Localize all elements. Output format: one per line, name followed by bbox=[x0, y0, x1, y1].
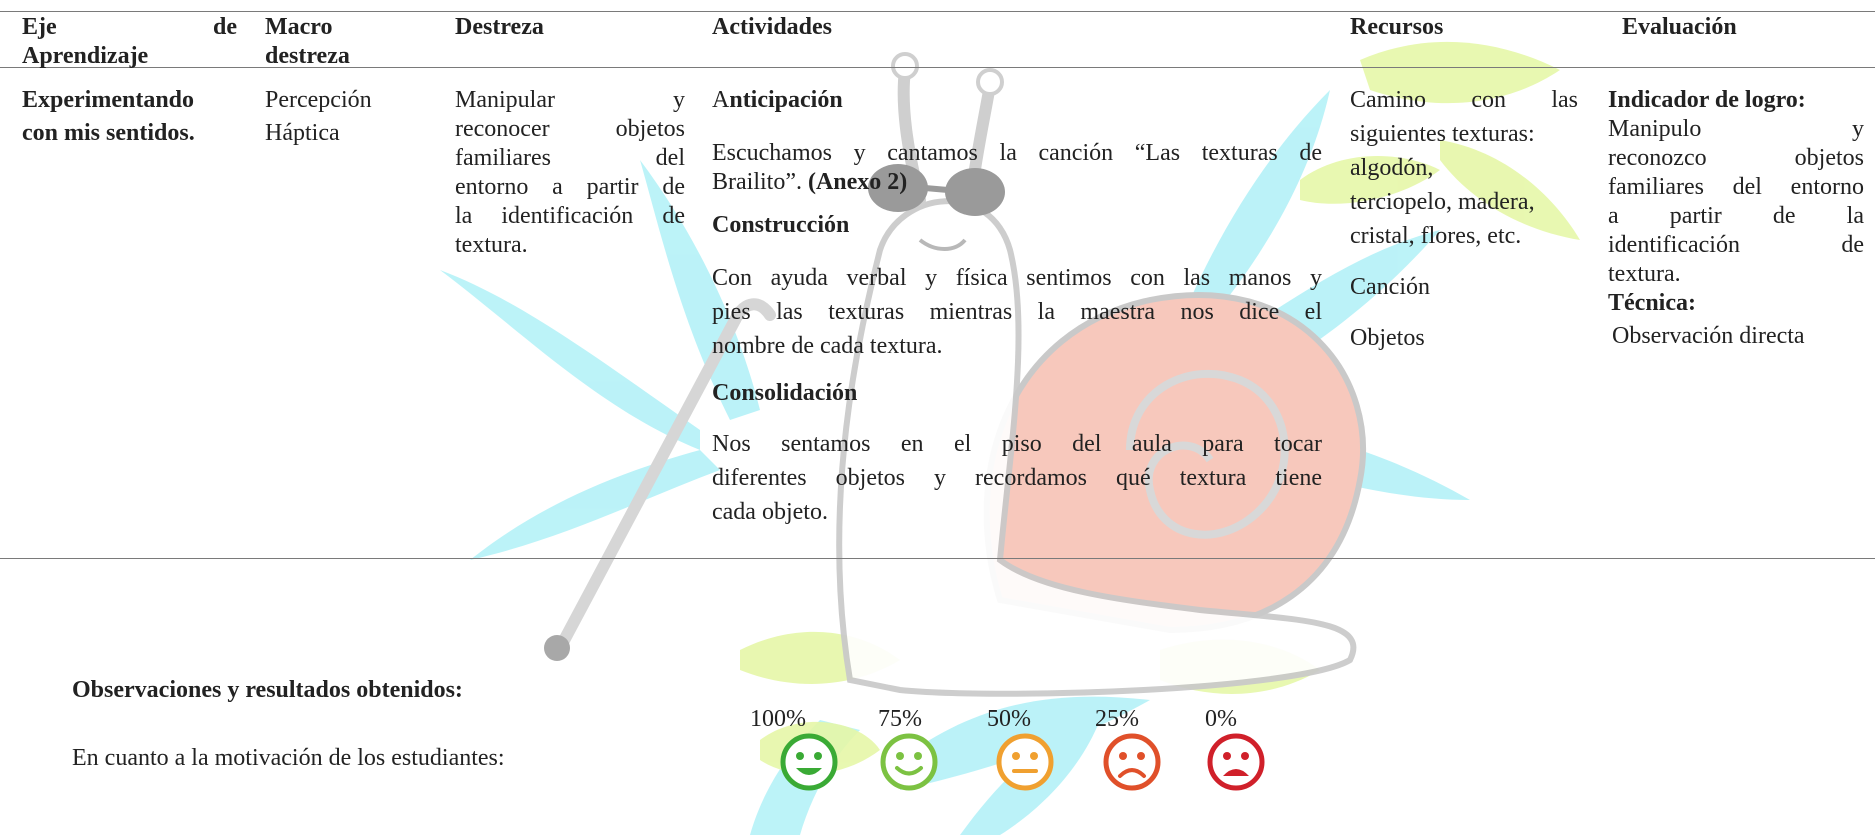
motivacion-label: En cuanto a la motivación de los estudia… bbox=[72, 745, 505, 771]
header-aprendizaje: Aprendizaje bbox=[22, 43, 149, 69]
header-destreza-sub: destreza bbox=[265, 43, 350, 69]
indicador-line: identificación de bbox=[1608, 232, 1864, 258]
scale-label-100: 100% bbox=[750, 706, 806, 732]
cell-macro-destreza: Percepción Háptica bbox=[265, 86, 372, 148]
recursos-cancion: Canción bbox=[1350, 274, 1430, 300]
eje-line-1: Experimentando bbox=[22, 87, 195, 113]
header-macro-destreza: Macro destreza bbox=[265, 13, 405, 71]
recursos-line: siguientes texturas: bbox=[1350, 121, 1535, 147]
indicador-line: textura. bbox=[1608, 261, 1681, 287]
header-actividades: Actividades bbox=[712, 14, 832, 40]
anticipacion-initial: A bbox=[712, 87, 730, 113]
header-bottom-border bbox=[0, 67, 1875, 68]
recursos-line: algodón, bbox=[1350, 155, 1434, 181]
construccion-line: nombre de cada textura. bbox=[712, 333, 943, 359]
indicador-line: reconozco objetos bbox=[1608, 145, 1864, 171]
construccion-line: Con ayuda verbal y física sentimos con l… bbox=[712, 265, 1322, 291]
table-top-border bbox=[0, 11, 1875, 12]
cell-recursos: Camino con las siguientes texturas: algo… bbox=[1350, 86, 1578, 353]
happy-face-icon bbox=[880, 733, 938, 791]
header-destreza: Destreza bbox=[455, 14, 544, 40]
scale-label-0: 0% bbox=[1205, 706, 1237, 732]
anexo-reference: (Anexo 2) bbox=[807, 169, 908, 195]
header-evaluacion: Evaluación bbox=[1622, 14, 1737, 40]
anticipacion-title: Anticipación bbox=[712, 86, 1322, 115]
recursos-line: cristal, flores, etc. bbox=[1350, 223, 1522, 249]
header-recursos: Recursos bbox=[1350, 14, 1444, 40]
scale-label-75: 75% bbox=[878, 706, 922, 732]
anticipacion-text-line: Escuchamos y cantamos la canción “Las te… bbox=[712, 140, 1322, 166]
very-sad-face-icon bbox=[1207, 733, 1265, 791]
destreza-line: reconocer objetos bbox=[455, 116, 685, 142]
destreza-line: Manipular y bbox=[455, 87, 685, 113]
construccion-line: pies las texturas mientras la maestra no… bbox=[712, 299, 1322, 325]
scale-label-25: 25% bbox=[1095, 706, 1139, 732]
consolidacion-line: Nos sentamos en el piso del aula para to… bbox=[712, 431, 1322, 457]
consolidacion-line: diferentes objetos y recordamos qué text… bbox=[712, 465, 1322, 491]
destreza-line: familiares del bbox=[455, 145, 685, 171]
tecnica-text: Observación directa bbox=[1612, 323, 1805, 349]
indicador-title: Indicador de logro: bbox=[1608, 87, 1806, 113]
header-eje: Eje de Aprendizaje bbox=[22, 13, 237, 71]
destreza-line: entorno a partir de bbox=[455, 174, 685, 200]
header-macro: Macro bbox=[265, 14, 333, 40]
construccion-title: Construcción bbox=[712, 212, 850, 238]
header-de-word: de bbox=[213, 14, 237, 40]
neutral-face-icon bbox=[996, 733, 1054, 791]
very-happy-face-icon bbox=[780, 733, 838, 791]
anticipacion-brailito: Brailito”. bbox=[712, 169, 802, 195]
sad-face-icon bbox=[1103, 733, 1161, 791]
header-eje-word: Eje bbox=[22, 14, 57, 40]
eje-line-2: con mis sentidos. bbox=[22, 120, 195, 146]
anticipacion-text-line-2: Brailito”. (Anexo 2) bbox=[712, 168, 1322, 197]
indicador-line: familiares del entorno bbox=[1608, 174, 1864, 200]
cell-eje: Experimentando con mis sentidos. bbox=[22, 86, 195, 148]
destreza-line: textura. bbox=[455, 232, 528, 258]
recursos-line: terciopelo, madera, bbox=[1350, 189, 1535, 215]
consolidacion-line: cada objeto. bbox=[712, 499, 828, 525]
anticipacion-rest: nticipación bbox=[729, 87, 843, 113]
destreza-line: la identificación de bbox=[455, 203, 685, 229]
indicador-line: Manipulo y bbox=[1608, 116, 1864, 142]
scale-label-50: 50% bbox=[987, 706, 1031, 732]
recursos-objetos: Objetos bbox=[1350, 325, 1425, 351]
observaciones-title: Observaciones y resultados obtenidos: bbox=[72, 677, 463, 703]
recursos-line: Camino con las bbox=[1350, 87, 1578, 113]
macro-line-2: Háptica bbox=[265, 120, 340, 146]
cell-destreza: Manipular y reconocer objetos familiares… bbox=[455, 86, 685, 260]
macro-line-1: Percepción bbox=[265, 87, 372, 113]
table-bottom-border bbox=[0, 558, 1875, 559]
cell-evaluacion: Indicador de logro: Manipulo y reconozco… bbox=[1608, 86, 1864, 351]
indicador-line: a partir de la bbox=[1608, 203, 1864, 229]
tecnica-title: Técnica: bbox=[1608, 290, 1696, 316]
cell-actividades: Anticipación Escuchamos y cantamos la ca… bbox=[712, 86, 1322, 527]
consolidacion-title: Consolidación bbox=[712, 380, 858, 406]
